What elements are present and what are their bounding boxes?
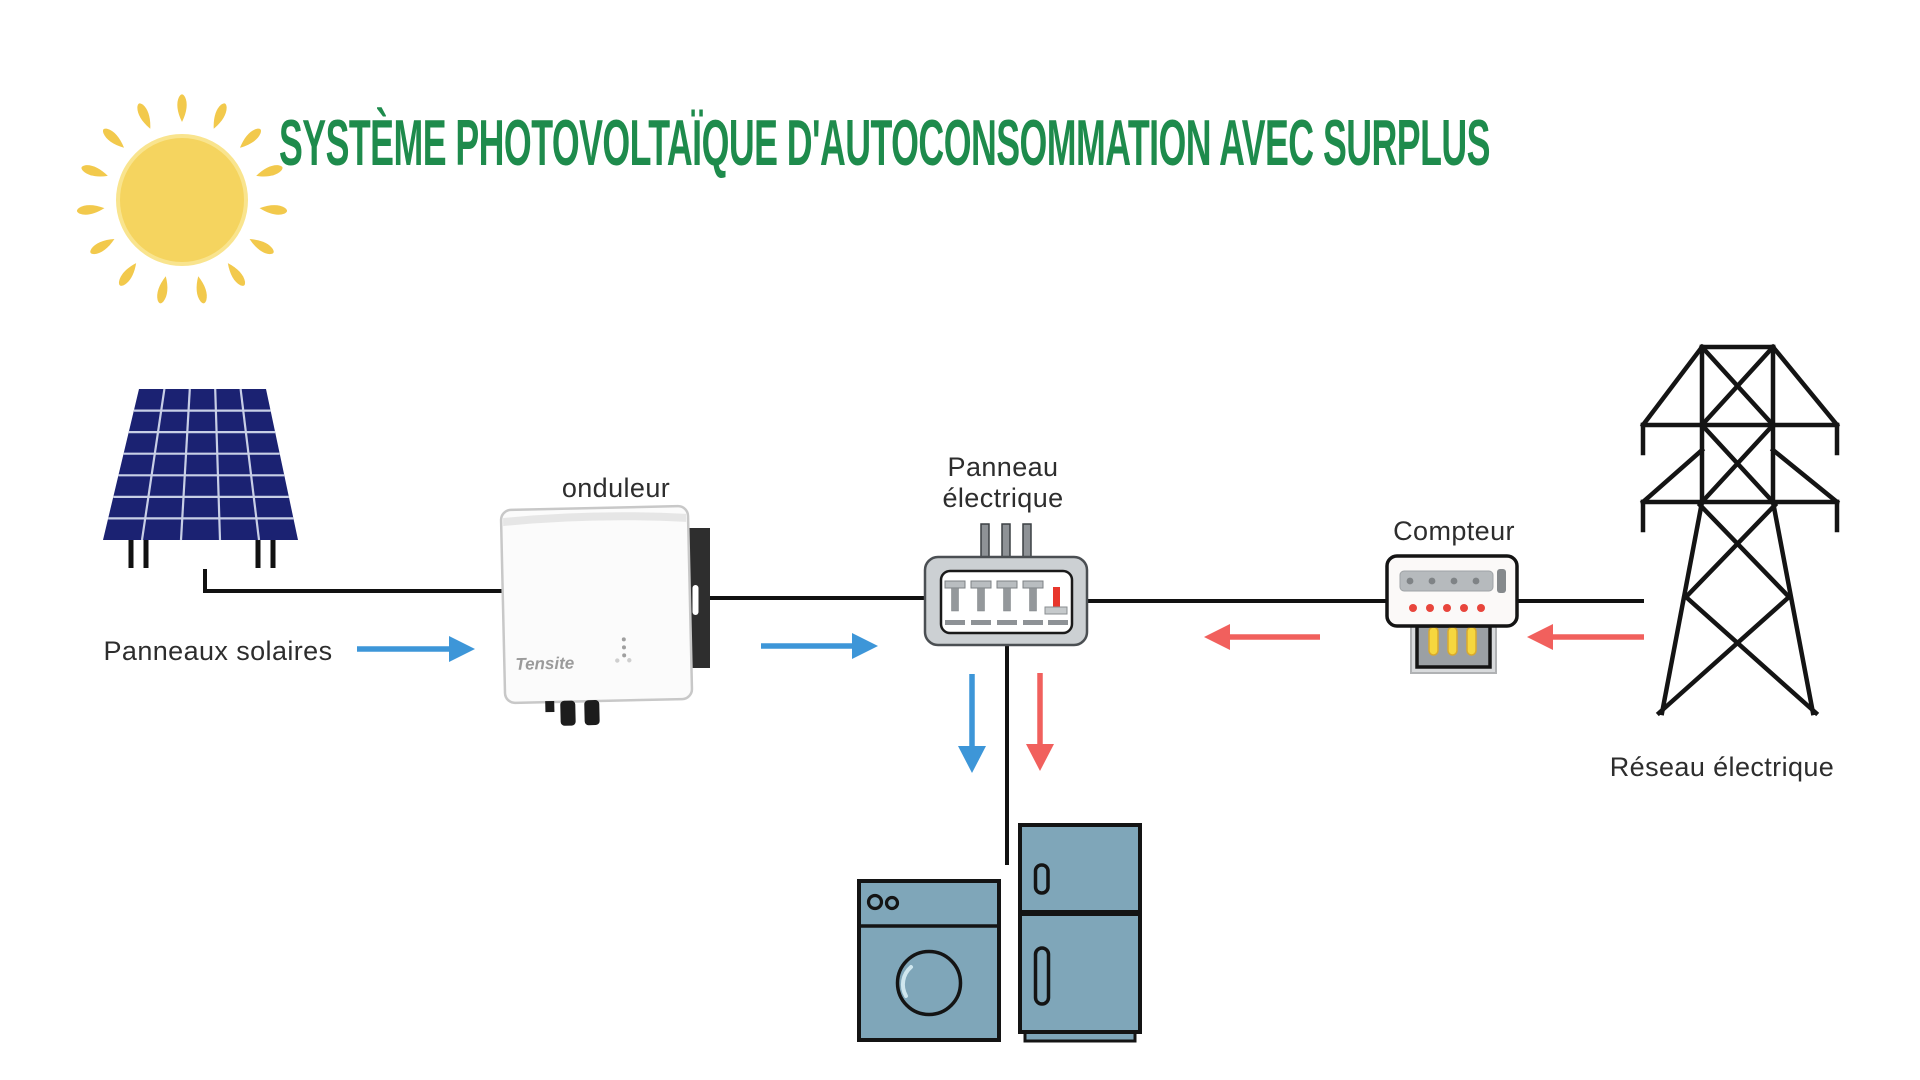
- arrow-left-red-icon: [1204, 624, 1320, 650]
- arrow-down-red-icon: [1026, 673, 1054, 771]
- electrical-panel-icon: [923, 523, 1089, 647]
- wires: [203, 569, 1644, 865]
- inverter-icon: Tensite: [499, 504, 710, 726]
- label-meter: Compteur: [1393, 516, 1515, 546]
- label-inverter: onduleur: [561, 473, 671, 503]
- label-electrical-panel-line1: Panneau: [947, 452, 1059, 482]
- washing-machine-icon: [857, 879, 1001, 1042]
- label-grid: Réseau électrique: [1609, 752, 1835, 782]
- arrow-right-blue-icon: [357, 636, 475, 662]
- power-tower-icon: [1639, 343, 1841, 717]
- label-electrical-panel-line2: électrique: [942, 483, 1064, 513]
- refrigerator-icon: [1018, 823, 1142, 1043]
- label-electrical-panel: Panneau électrique: [942, 452, 1063, 514]
- label-solar-panels: Panneaux solaires: [103, 636, 333, 666]
- arrow-down-blue-icon: [958, 674, 986, 773]
- page-title: SYSTÈME PHOTOVOLTAÏQUE D'AUTOCONSOMMATIO…: [279, 106, 1490, 179]
- arrow-right-blue-icon: [761, 633, 878, 659]
- arrow-left-red-icon: [1527, 624, 1644, 650]
- sun-icon: [76, 94, 288, 305]
- solar-panel-icon: [103, 388, 298, 568]
- meter-icon: [1385, 554, 1519, 674]
- inverter-brand-logo: Tensite: [515, 654, 574, 674]
